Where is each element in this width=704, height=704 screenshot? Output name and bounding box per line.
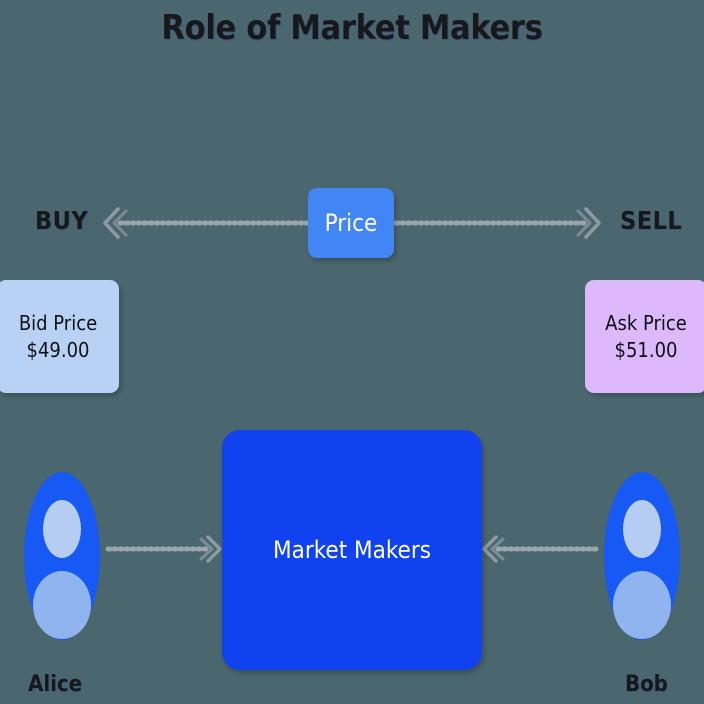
connector-buy-to-price (103, 207, 311, 239)
sell-label: SELL (620, 206, 683, 235)
connector-bob-to-mm (482, 535, 599, 563)
person-avatar-icon (604, 472, 680, 640)
bid-price-node[interactable]: Bid Price $49.00 (0, 280, 119, 393)
avatar-bob[interactable] (604, 472, 680, 640)
avatar-alice-label: Alice (28, 672, 83, 697)
price-node[interactable]: Price (308, 188, 394, 258)
ask-price-node[interactable]: Ask Price $51.00 (585, 280, 704, 393)
page-title: Role of Market Makers (161, 8, 543, 48)
buy-label: BUY (35, 206, 89, 235)
connector-price-to-sell (393, 207, 601, 239)
connector-alice-to-mm (105, 535, 222, 563)
bid-price-title: Bid Price (18, 310, 98, 335)
avatar-alice[interactable] (24, 472, 100, 640)
price-node-label: Price (324, 209, 378, 237)
avatar-bob-label: Bob (625, 672, 668, 697)
person-avatar-icon (24, 472, 100, 640)
ask-price-value: $51.00 (614, 337, 678, 362)
market-makers-node[interactable]: Market Makers (222, 430, 482, 670)
ask-price-title: Ask Price (605, 310, 687, 335)
bid-price-value: $49.00 (26, 337, 90, 362)
market-makers-label: Market Makers (273, 536, 431, 564)
